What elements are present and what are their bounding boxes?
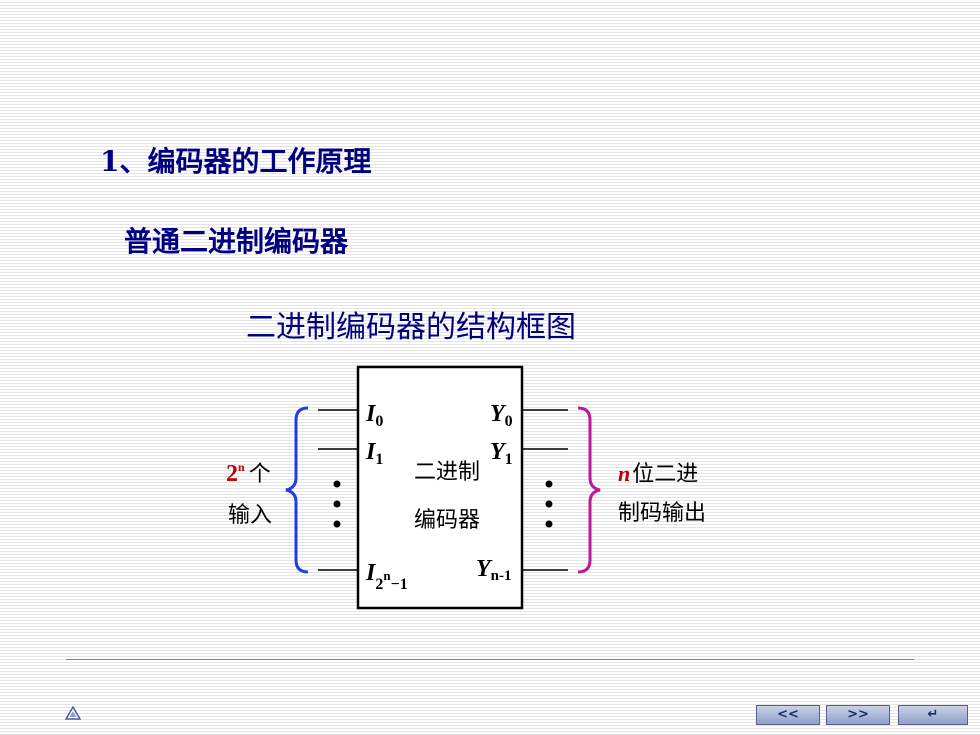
left-brace	[285, 406, 309, 574]
next-slide-button[interactable]: >>	[826, 705, 890, 725]
input-label-1: I1	[365, 439, 383, 468]
prev-slide-button[interactable]: <<	[756, 705, 820, 725]
return-button[interactable]: ↵	[898, 705, 968, 725]
outputs-label-line2: 制码输出	[618, 501, 706, 526]
right-brace	[577, 406, 601, 574]
output-label-last: Yn-1	[476, 556, 512, 584]
footer-divider	[66, 659, 914, 660]
slide-heading: 1、编码器的工作原理	[100, 145, 372, 178]
outputs-count-label: n位二进	[618, 461, 698, 487]
output-label-0: Y0	[490, 401, 513, 430]
input-label-0: I0	[365, 401, 383, 430]
slide-subheading: 普通二进制编码器	[124, 225, 349, 258]
output-ellipsis-dots	[545, 480, 553, 528]
diagram-title: 二进制编码器的结构框图	[246, 310, 576, 345]
inputs-label-line2: 输入	[228, 503, 272, 528]
output-label-1: Y1	[490, 439, 513, 468]
encoder-box	[356, 365, 524, 610]
encoder-label-line2: 编码器	[414, 508, 480, 533]
input-ellipsis-dots	[333, 480, 341, 528]
triangle-logo-icon	[65, 706, 81, 720]
input-label-last: I2n−1	[365, 560, 408, 593]
encoder-label-line1: 二进制	[414, 460, 480, 485]
